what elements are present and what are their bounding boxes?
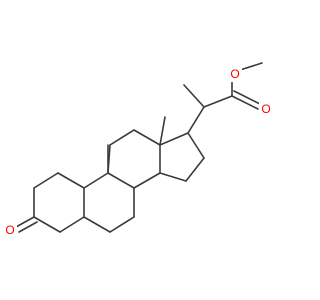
ketone-oxygen-label: O — [5, 223, 14, 237]
bond — [109, 216, 135, 233]
carbonyl-oxygen-label: O — [261, 102, 270, 116]
atom-labels: O O O — [3, 66, 273, 238]
bond — [187, 106, 205, 134]
bond — [83, 216, 111, 233]
bond — [159, 116, 166, 146]
skeletal-bonds — [15, 62, 263, 233]
bond — [107, 172, 135, 189]
bond — [33, 216, 61, 233]
bond — [233, 90, 261, 105]
molecule-diagram: O O O — [3, 62, 273, 238]
bond — [185, 157, 205, 182]
bond — [231, 95, 259, 110]
bond — [57, 172, 85, 189]
bond — [239, 62, 263, 71]
bond — [159, 132, 189, 146]
bond — [133, 172, 161, 189]
bond — [83, 172, 109, 189]
bond — [59, 216, 85, 233]
carbonyl-oxygen: O — [259, 101, 273, 117]
ester-oxygen-label: O — [230, 67, 239, 81]
bond — [133, 129, 161, 146]
bond — [33, 172, 59, 189]
bond — [187, 132, 205, 159]
bond — [159, 172, 187, 182]
bond — [109, 129, 135, 146]
bond — [15, 216, 35, 228]
bond — [183, 84, 205, 108]
bond — [107, 144, 111, 174]
bond — [203, 95, 233, 108]
bond — [18, 221, 38, 233]
ketone-oxygen: O — [3, 222, 17, 238]
ester-oxygen: O — [228, 66, 242, 82]
